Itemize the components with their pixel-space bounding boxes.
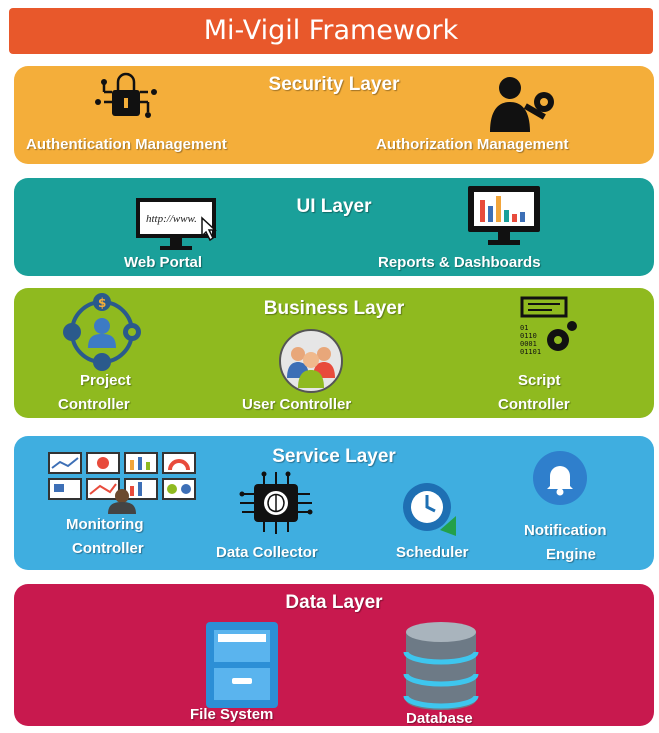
script-controller-label-line2: Controller bbox=[498, 396, 570, 413]
database-icon bbox=[403, 622, 479, 710]
security-layer-title: Security Layer bbox=[268, 74, 400, 95]
business-layer-title: Business Layer bbox=[263, 298, 405, 319]
file-system-label: File System bbox=[190, 706, 274, 723]
data-layer-title: Data Layer bbox=[285, 592, 383, 613]
monitoring-controller-label-line2: Controller bbox=[72, 540, 144, 557]
project-controller-label-line2: Controller bbox=[58, 396, 130, 413]
ui-layer-title: UI Layer bbox=[296, 196, 372, 217]
scheduler-clock-icon bbox=[403, 483, 456, 536]
authorization-management-label: Authorization Management bbox=[376, 136, 569, 153]
notification-bell-icon bbox=[533, 451, 587, 505]
monitoring-controller-label-line1: Monitoring bbox=[66, 516, 144, 533]
security-layer: Security Layer Authentication Management… bbox=[14, 66, 654, 164]
project-controller-icon: $ bbox=[63, 293, 141, 371]
notification-engine-label-line1: Notification bbox=[524, 522, 607, 539]
data-layer: Data Layer File System Database bbox=[14, 584, 654, 727]
data-collector-label: Data Collector bbox=[216, 544, 318, 561]
binary-line-3: 0001 bbox=[520, 340, 537, 348]
script-gear-icon: 01 0110 0001 01101 bbox=[520, 296, 577, 356]
url-text: http://www. bbox=[146, 213, 197, 225]
service-layer-title: Service Layer bbox=[272, 446, 396, 467]
business-layer: Business Layer $ 01 0110 0001 01101 Proj… bbox=[14, 288, 654, 418]
authentication-management-label: Authentication Management bbox=[26, 136, 227, 153]
svg-text:$: $ bbox=[98, 296, 106, 310]
project-controller-label-line1: Project bbox=[80, 372, 131, 389]
monitoring-dashboard-icon bbox=[48, 452, 196, 514]
scheduler-label: Scheduler bbox=[396, 544, 469, 561]
user-controller-label: User Controller bbox=[242, 396, 352, 413]
reports-dashboards-label: Reports & Dashboards bbox=[378, 254, 541, 271]
database-label: Database bbox=[406, 710, 473, 727]
web-portal-label: Web Portal bbox=[124, 254, 203, 271]
padlock-circuit-icon bbox=[95, 72, 157, 118]
dashboard-monitor-icon bbox=[468, 186, 540, 245]
web-browser-monitor-icon: http://www. bbox=[136, 198, 217, 250]
framework-title: Mi-Vigil Framework bbox=[9, 8, 653, 54]
ui-layer: UI Layer http://www. Web Portal Reports … bbox=[14, 178, 654, 276]
binary-line-2: 0110 bbox=[520, 332, 537, 340]
binary-line-1: 01 bbox=[520, 324, 528, 332]
file-cabinet-icon bbox=[206, 622, 278, 708]
user-key-icon bbox=[490, 77, 554, 132]
script-controller-label-line1: Script bbox=[518, 372, 561, 389]
notification-engine-label-line2: Engine bbox=[546, 546, 597, 563]
binary-line-4: 01101 bbox=[520, 348, 541, 356]
chip-brain-icon bbox=[239, 471, 313, 534]
service-layer: Service Layer Monitoring Controller Data… bbox=[14, 436, 654, 570]
user-group-icon bbox=[279, 329, 343, 393]
